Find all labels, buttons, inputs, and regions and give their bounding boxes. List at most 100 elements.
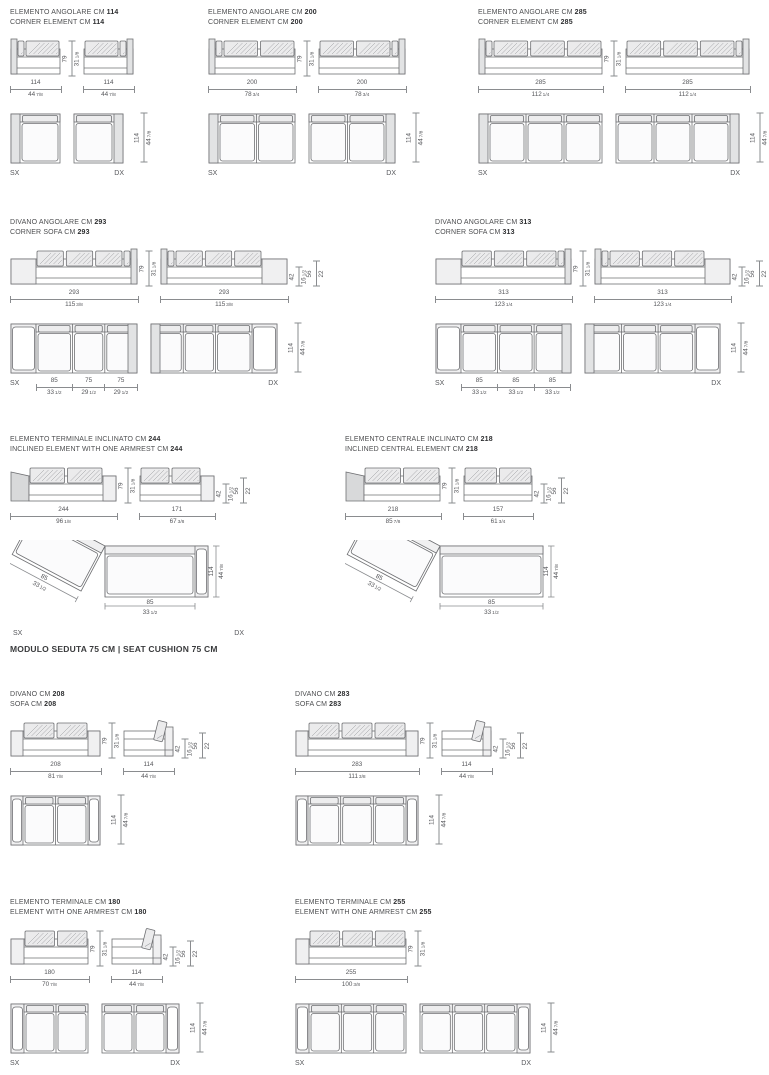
drawing-line xyxy=(74,469,87,482)
dim-line xyxy=(593,295,732,303)
drawing-shape xyxy=(57,1013,87,1052)
dim-fraction: 1/4 xyxy=(504,303,513,308)
drawing-shape xyxy=(74,325,103,333)
dim-line xyxy=(35,383,73,391)
drawing-line xyxy=(317,932,329,945)
drawing-shape xyxy=(74,333,104,372)
dim-fraction: 1/8 xyxy=(433,733,439,741)
dim-cm: 42 xyxy=(492,745,500,753)
drawing-shape xyxy=(196,548,207,595)
dim-line xyxy=(613,41,614,76)
drawing-line xyxy=(349,51,353,55)
dim-fraction: 1/2 xyxy=(478,391,487,396)
drawing-shape xyxy=(223,40,258,57)
dim-in: 31 1/8 xyxy=(308,51,316,66)
drawing-shape xyxy=(405,730,419,757)
drawing-line xyxy=(514,42,527,55)
drawing-line xyxy=(410,469,423,482)
dim-in: 31 1/8 xyxy=(113,733,121,748)
dx-label: DX xyxy=(711,380,721,387)
plan-block: DX xyxy=(584,323,721,393)
drawing-line xyxy=(381,469,393,482)
drawing-line xyxy=(666,42,678,55)
title-number: 283 xyxy=(329,700,342,708)
drawing-line xyxy=(263,42,275,55)
drawing-shape xyxy=(499,467,532,484)
dim-in: 44 7/8 xyxy=(417,130,425,145)
dim-in: 29 1/2 xyxy=(113,389,129,396)
drawing-line xyxy=(519,47,527,55)
drawing-shape xyxy=(729,113,740,164)
drawing-line xyxy=(316,724,328,737)
title-text: SOFA CM xyxy=(10,700,43,708)
drawing-shape xyxy=(499,325,533,333)
drawing-line xyxy=(699,261,703,265)
drawing-line xyxy=(40,724,52,737)
drawing-shape xyxy=(89,798,99,843)
plan-drawing xyxy=(150,323,278,374)
drawing-line xyxy=(237,252,249,265)
drawing-line xyxy=(20,52,23,55)
drawing-shape xyxy=(10,38,18,75)
dim-in: 44 7/8 xyxy=(122,812,130,827)
drawing-shape xyxy=(435,258,462,285)
drawing-line xyxy=(320,724,333,737)
dim-cm: 283 xyxy=(351,761,363,768)
drawing-shape xyxy=(356,40,391,57)
drawing-line xyxy=(353,724,366,737)
dim-in: 44 7/8 xyxy=(129,981,144,988)
drawing-line xyxy=(235,42,248,55)
drawing-line xyxy=(523,51,527,55)
dim-in: 44 7/8 xyxy=(742,340,750,355)
drawing-shape xyxy=(167,1006,178,1051)
dim-fraction: 7/8 xyxy=(301,340,307,348)
dim-cm: 42 xyxy=(174,745,182,753)
drawing-line xyxy=(376,469,389,482)
dim-in: 44 7/8 xyxy=(201,1020,209,1035)
dim-in: 31 1/8 xyxy=(431,733,439,748)
drawing-line xyxy=(290,51,293,55)
drawing-line xyxy=(433,476,438,482)
drawing-shape xyxy=(295,730,309,757)
drawing-line xyxy=(45,936,54,945)
dim-fraction: 3/8 xyxy=(176,520,185,525)
drawing-line xyxy=(485,471,496,482)
dim-fraction: 3/8 xyxy=(75,303,83,308)
drawing-line xyxy=(42,42,54,55)
dim-line xyxy=(9,512,118,520)
drawing-line xyxy=(44,728,53,737)
dim-in: 111 3/8 xyxy=(348,773,366,780)
drawing-line xyxy=(537,42,550,55)
drawing-shape xyxy=(76,115,112,123)
title-text: ELEMENTO TERMINALE INCLINATO CM xyxy=(10,436,147,443)
dim-in: 44 7/8 xyxy=(552,1020,560,1035)
dim-in: 31 1/8 xyxy=(73,51,81,66)
drawing-line xyxy=(285,47,293,55)
dim-in: 33 1/2 xyxy=(484,609,499,616)
drawing-line xyxy=(630,256,639,265)
drawing-shape xyxy=(10,113,21,164)
